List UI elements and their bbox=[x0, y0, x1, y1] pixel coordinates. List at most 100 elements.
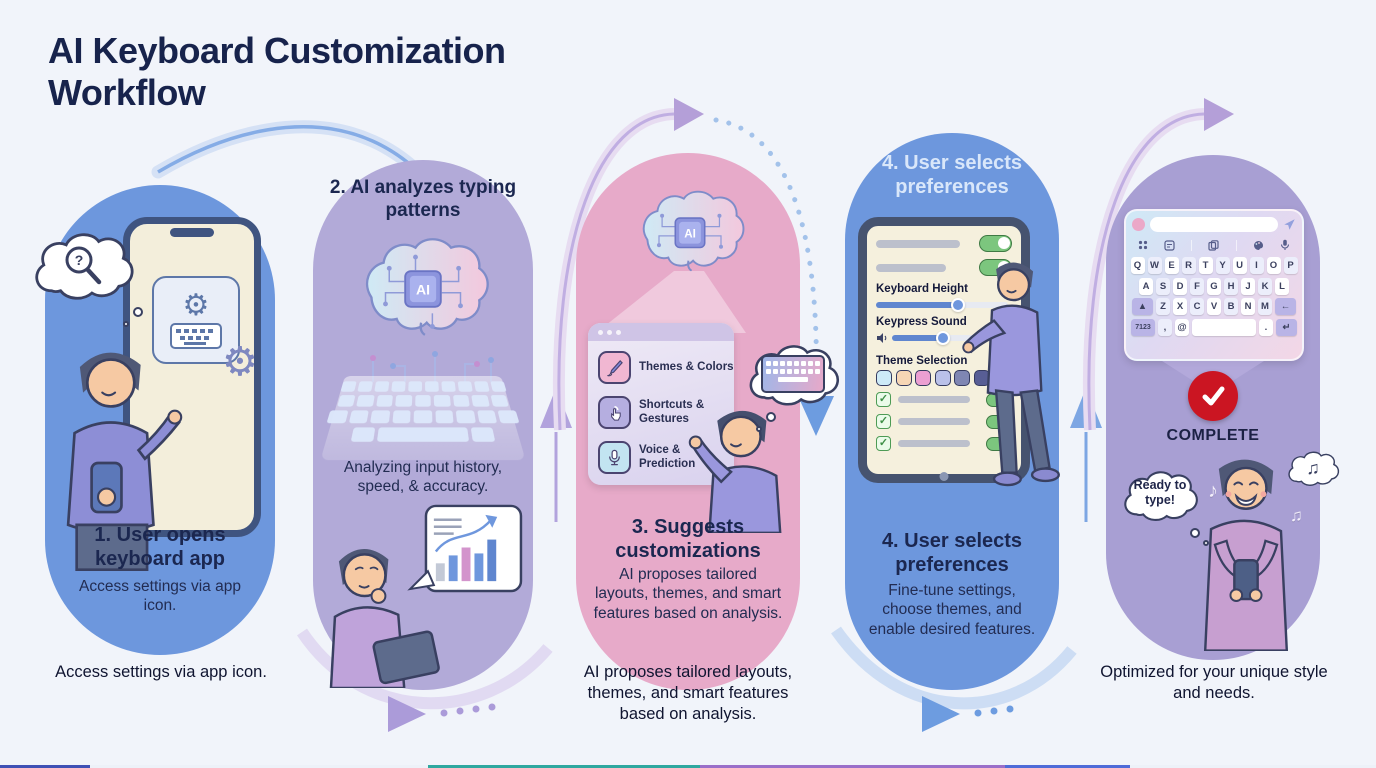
keyboard-height-slider bbox=[876, 298, 1012, 312]
feature-bar bbox=[898, 418, 970, 425]
arrow-right-icon bbox=[1204, 98, 1234, 131]
music-thought-bubble: ♫ bbox=[1284, 444, 1342, 492]
ai-brain-illustration: AI bbox=[366, 238, 489, 336]
key-L: L bbox=[1275, 277, 1289, 295]
key-A: A bbox=[1139, 277, 1153, 295]
arrow-down-icon bbox=[798, 396, 834, 436]
bubble-tail bbox=[1203, 540, 1209, 546]
menu-item-themes: Themes & Colors bbox=[598, 351, 734, 384]
gear-icon: ⚙ bbox=[222, 340, 258, 384]
step3-panel: AI Themes & Colors Shortcuts & Gestures bbox=[576, 153, 800, 690]
svg-text:?: ? bbox=[75, 252, 84, 268]
key-@: @ bbox=[1175, 318, 1189, 336]
key-,: , bbox=[1158, 318, 1172, 336]
flow-swoosh-2 bbox=[297, 628, 553, 710]
menu-item-label: Voice & Prediction bbox=[639, 444, 696, 470]
key-M: M bbox=[1258, 298, 1272, 315]
key-backspace: ← bbox=[1275, 298, 1296, 315]
keyboard-row: 7123,@.↵ bbox=[1131, 318, 1297, 336]
complete-badge bbox=[1188, 371, 1238, 421]
toolbar-divider bbox=[1235, 239, 1237, 251]
feature-bar bbox=[898, 396, 970, 403]
ready-thought-bubble: Ready to type! bbox=[1118, 464, 1202, 526]
step2-panel: 2. AI analyzes typing patterns AI bbox=[313, 160, 533, 690]
step2-heading: 2. AI analyzes typing patterns bbox=[329, 177, 517, 222]
page-title: AI Keyboard Customization Workflow bbox=[48, 30, 506, 114]
microphone-icon bbox=[1280, 239, 1290, 251]
key-U: U bbox=[1232, 257, 1247, 274]
key-R: R bbox=[1181, 257, 1196, 274]
theme-swatch bbox=[954, 370, 970, 386]
arrow-right-icon bbox=[922, 696, 960, 732]
step5-caption: Optimized for your unique style and need… bbox=[1100, 663, 1328, 703]
step4-heading-top: 4. User selects preferences bbox=[881, 152, 1023, 199]
glow-key-row bbox=[339, 381, 507, 392]
step4-subtext: Fine-tune settings, choose themes, and e… bbox=[868, 582, 1036, 638]
step3-heading: 3. Suggests customizations bbox=[615, 516, 761, 563]
menu-titlebar bbox=[588, 323, 734, 341]
key-F: F bbox=[1190, 277, 1204, 295]
key-shift: ▲ bbox=[1132, 298, 1153, 315]
send-icon bbox=[1284, 219, 1295, 230]
checkbox-checked-icon: ✓ bbox=[876, 392, 891, 407]
step1-heading: 1. User opens keyboard app bbox=[94, 524, 226, 571]
checkbox-checked-icon: ✓ bbox=[876, 436, 891, 451]
flow-swoosh-4 bbox=[831, 626, 1077, 710]
bubble-tail bbox=[1190, 528, 1200, 538]
music-note-icon: ♫ bbox=[1306, 457, 1320, 478]
palette-icon bbox=[1253, 240, 1264, 251]
tap-gesture-icon bbox=[598, 396, 631, 429]
ai-brain-illustration: AI bbox=[642, 190, 745, 272]
bubble-tail bbox=[756, 426, 762, 432]
clipboard-icon bbox=[1208, 239, 1220, 251]
cloud-shape bbox=[1124, 471, 1198, 521]
bubble-tail bbox=[133, 307, 143, 317]
music-note-icon: ♫ bbox=[1290, 506, 1303, 525]
keyboard-icon bbox=[170, 323, 222, 349]
mini-keyboard-icon bbox=[761, 355, 825, 393]
keyboard-topbar bbox=[1132, 217, 1296, 232]
menu-item-label: Themes & Colors bbox=[639, 360, 734, 373]
setting-placeholder-bar bbox=[876, 239, 960, 248]
key-B: B bbox=[1224, 298, 1238, 315]
window-dot bbox=[607, 329, 612, 335]
circuit-lines bbox=[370, 351, 494, 382]
complete-label: COMPLETE bbox=[1166, 427, 1260, 444]
key-E: E bbox=[1164, 257, 1179, 274]
grid-icon bbox=[1138, 240, 1148, 250]
key-K: K bbox=[1258, 277, 1272, 295]
bottom-color-strip bbox=[0, 765, 1376, 768]
menu-item-shortcuts: Shortcuts & Gestures bbox=[598, 396, 734, 429]
sticker-icon bbox=[1164, 239, 1175, 251]
step4-panel: 4. User selects preferences Keyboard Hei… bbox=[845, 133, 1060, 690]
key-Z: Z bbox=[1156, 298, 1170, 315]
slider2-label: Keypress Sound bbox=[876, 316, 967, 328]
search-thought-bubble: ? bbox=[27, 223, 139, 307]
key-I: I bbox=[1249, 257, 1264, 274]
key-enter: ↵ bbox=[1276, 318, 1297, 336]
pointing-character bbox=[688, 410, 782, 533]
menu-item-label: Shortcuts & Gestures bbox=[639, 399, 705, 425]
microphone-icon bbox=[598, 441, 631, 474]
key-O: O bbox=[1266, 257, 1281, 274]
glow-key-row bbox=[326, 410, 520, 424]
standing-character bbox=[962, 262, 1060, 487]
key-Y: Y bbox=[1215, 257, 1230, 274]
theme-swatch bbox=[915, 370, 931, 386]
key-S: S bbox=[1156, 277, 1170, 295]
step2-subtext: Analyzing input history, speed, & accura… bbox=[343, 459, 503, 496]
key-N: N bbox=[1241, 298, 1255, 315]
ready-text: Ready to type! bbox=[1133, 478, 1187, 507]
step3-subtext: AI proposes tailored layouts, themes, an… bbox=[593, 566, 783, 622]
keyboard-thought-bubble bbox=[742, 336, 844, 412]
step3-caption: AI proposes tailored layouts, themes, an… bbox=[583, 663, 793, 724]
toolbar-divider bbox=[1191, 239, 1193, 251]
key-G: G bbox=[1207, 277, 1221, 295]
key-C: C bbox=[1190, 298, 1204, 315]
cloud-shape bbox=[1288, 451, 1340, 486]
paintbrush-icon bbox=[598, 351, 631, 384]
keypress-sound-slider bbox=[876, 331, 1012, 345]
key-X: X bbox=[1173, 298, 1187, 315]
theme-swatch bbox=[876, 370, 892, 386]
